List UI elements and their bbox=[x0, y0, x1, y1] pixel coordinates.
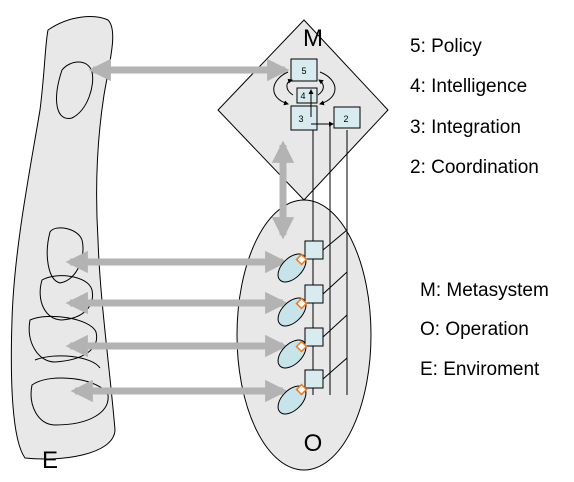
legend-environment: E: Enviroment bbox=[420, 359, 539, 381]
legend-metasystem: M: Metasystem bbox=[420, 280, 549, 302]
legend-intelligence: 4: Intelligence bbox=[410, 76, 527, 98]
system-4-label: 4 bbox=[300, 91, 305, 101]
legend-policy: 5: Policy bbox=[410, 36, 482, 58]
unit-management-box bbox=[305, 328, 323, 346]
system-2-label: 2 bbox=[343, 114, 348, 124]
operation-label: O bbox=[304, 430, 323, 457]
system-5-label: 5 bbox=[301, 66, 306, 76]
environment-label: E bbox=[42, 447, 58, 474]
legend-coordination: 2: Coordination bbox=[410, 157, 539, 179]
unit-management-box bbox=[305, 285, 323, 303]
unit-management-box bbox=[305, 370, 323, 388]
system-3-box bbox=[291, 106, 317, 130]
metasystem-label: M bbox=[303, 25, 323, 52]
system-3-label: 3 bbox=[298, 114, 303, 124]
legend-operation: O: Operation bbox=[420, 319, 529, 341]
legend-integration: 3: Integration bbox=[410, 117, 521, 139]
unit-management-box bbox=[305, 241, 323, 259]
